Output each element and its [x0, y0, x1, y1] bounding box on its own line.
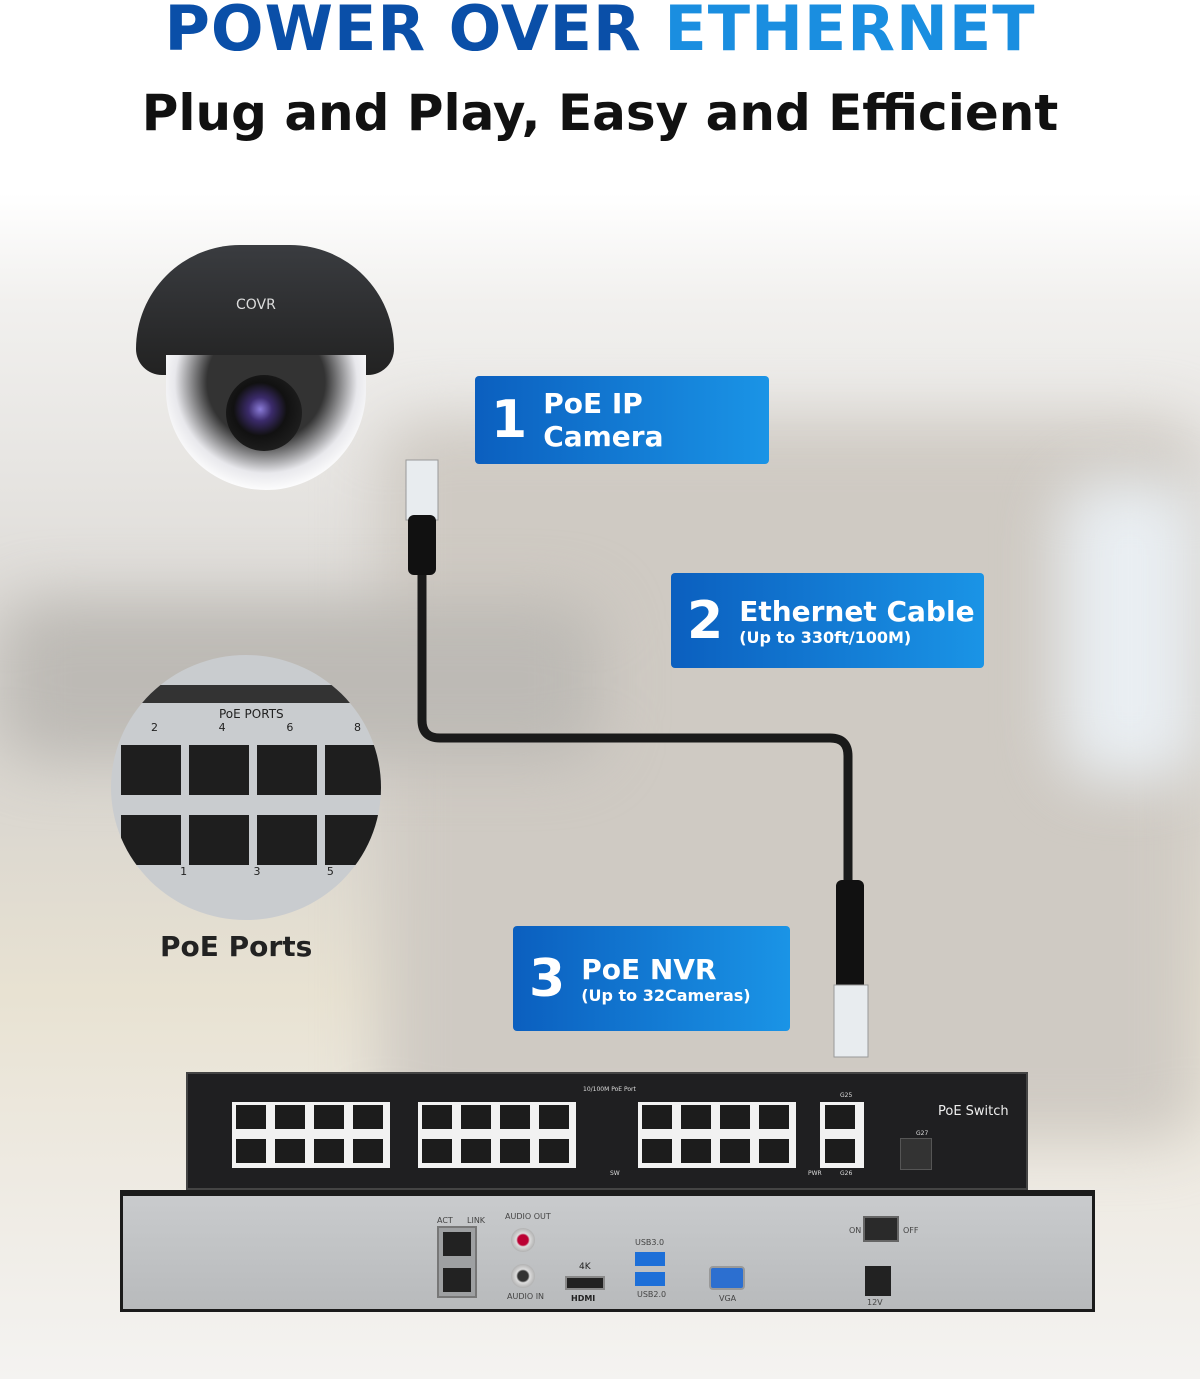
ethernet-port [257, 745, 317, 795]
act-label: ACT [437, 1216, 453, 1225]
ethernet-port [419, 1136, 455, 1166]
ethernet-port [822, 1136, 858, 1166]
ethernet-port [678, 1102, 714, 1132]
switch-sfp-label: G27 [916, 1130, 929, 1137]
ethernet-port [272, 1136, 308, 1166]
dc-power-jack [865, 1266, 891, 1296]
ethernet-port [311, 1102, 347, 1132]
ethernet-port [233, 1136, 269, 1166]
switch-label: PoE Switch [938, 1104, 1009, 1119]
label-poe-nvr: 3 PoE NVR(Up to 32Cameras) [513, 926, 790, 1031]
power-switch[interactable] [863, 1216, 899, 1242]
vga-port [709, 1266, 745, 1290]
ethernet-port [639, 1102, 675, 1132]
port-group [232, 1102, 390, 1168]
page-subtitle: Plug and Play, Easy and Efficient [141, 84, 1059, 142]
ethernet-port [756, 1102, 792, 1132]
background-window [1060, 480, 1200, 780]
poe-ports-header: PoE PORTS [219, 707, 284, 721]
port-number: 6 [286, 721, 294, 734]
ethernet-port [536, 1136, 572, 1166]
ethernet-port [458, 1102, 494, 1132]
switch-uplink-label: G26 [840, 1170, 853, 1177]
audio-in-jack [511, 1264, 535, 1288]
ethernet-port [350, 1102, 386, 1132]
hdmi-4k-label: 4K [579, 1262, 591, 1272]
switch-uplink-label: G25 [840, 1092, 853, 1099]
ethernet-port [350, 1136, 386, 1166]
ethernet-port [121, 745, 181, 795]
camera-brand-logo: COVR [236, 297, 276, 313]
power-on-label: ON [849, 1226, 862, 1235]
audio-out-label: AUDIO OUT [505, 1212, 551, 1221]
ethernet-port [536, 1102, 572, 1132]
ethernet-port [189, 745, 249, 795]
ethernet-port [325, 745, 381, 795]
port-number: 1 [180, 865, 188, 878]
link-label: LINK [467, 1216, 486, 1225]
page-title: POWER OVER ETHERNET [164, 0, 1036, 65]
usb-port [635, 1252, 665, 1266]
switch-port-header: 10/100M PoE Port [583, 1086, 636, 1093]
usb-port [635, 1272, 665, 1286]
audio-out-jack [511, 1228, 535, 1252]
ethernet-port [497, 1136, 533, 1166]
dc-label: 12V [867, 1298, 883, 1307]
vga-label: VGA [719, 1294, 737, 1303]
ethernet-port [325, 815, 381, 865]
port-group [418, 1102, 576, 1168]
hdmi-port [565, 1276, 605, 1290]
switch-pwr-label: PWR [808, 1170, 822, 1177]
ethernet-port [678, 1136, 714, 1166]
ethernet-port [639, 1136, 675, 1166]
audio-in-label: AUDIO IN [507, 1292, 545, 1301]
ethernet-port [419, 1102, 455, 1132]
dome-camera: COVR [136, 245, 394, 495]
hdmi-label: HDMI [571, 1294, 596, 1303]
ethernet-port [233, 1102, 269, 1132]
label-ethernet-cable: 2 Ethernet Cable(Up to 330ft/100M) [671, 573, 984, 668]
ethernet-port [717, 1136, 753, 1166]
port-number: 4 [218, 721, 226, 734]
ethernet-port [272, 1102, 308, 1132]
lan-port [443, 1268, 471, 1292]
port-number: 3 [253, 865, 261, 878]
ethernet-port [822, 1102, 858, 1132]
ethernet-port [497, 1102, 533, 1132]
power-off-label: OFF [903, 1226, 919, 1235]
ethernet-port [257, 815, 317, 865]
uplink-ports [820, 1102, 864, 1168]
poe-ports-caption: PoE Ports [160, 930, 313, 963]
poe-ports-inset: PoE PORTS 2 4 6 8 1 3 5 [111, 655, 381, 920]
usb3-label: USB3.0 [635, 1238, 665, 1247]
lan-port [443, 1232, 471, 1256]
port-number: 8 [353, 721, 361, 734]
sfp-port [900, 1138, 932, 1170]
ethernet-port [311, 1136, 347, 1166]
nvr-back-panel: ACT LINK AUDIO OUT AUDIO IN 4K HDMI USB3… [120, 1190, 1095, 1312]
ethernet-port [121, 815, 181, 865]
poe-switch: 10/100M PoE Port G25 G26 G27 PWR SW PoE … [186, 1072, 1028, 1190]
port-number: 5 [326, 865, 334, 878]
switch-sw-label: SW [610, 1170, 620, 1177]
port-number: 2 [151, 721, 158, 734]
ethernet-port [717, 1102, 753, 1132]
ethernet-port [756, 1136, 792, 1166]
ethernet-port [189, 815, 249, 865]
port-group [638, 1102, 796, 1168]
usb2-label: USB2.0 [637, 1290, 667, 1299]
ethernet-port [458, 1136, 494, 1166]
